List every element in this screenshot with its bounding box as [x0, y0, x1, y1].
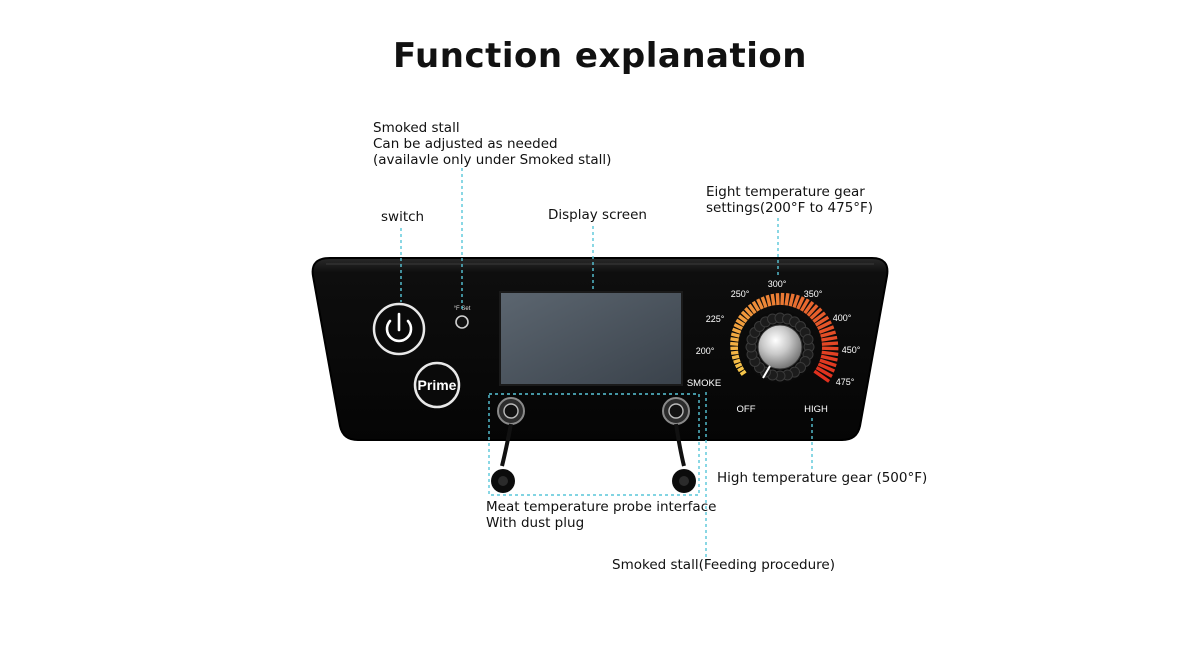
dial-tick: [821, 335, 838, 342]
dial-tick: [788, 293, 795, 307]
callout-temp-gears: Eight temperature gear settings(200°F to…: [706, 184, 873, 216]
callout-smoked-stall-line2: Can be adjusted as needed: [373, 136, 558, 152]
callout-temp-gears-line2: settings(200°F to 475°F): [706, 200, 874, 216]
callout-probe-interface: Meat temperature probe interface With du…: [486, 499, 716, 531]
dial-tick: [812, 311, 827, 323]
power-button[interactable]: [372, 302, 426, 356]
dial-tick: [818, 325, 835, 334]
dial-label-225: 225°: [706, 314, 725, 324]
dial-tick: [737, 314, 748, 323]
dial-label-450: 450°: [842, 345, 861, 355]
display-screen: [499, 291, 683, 386]
callout-guides: [400, 168, 813, 562]
dial-tick: [817, 362, 836, 373]
dial-tick: [796, 296, 805, 310]
dial-tick: [760, 296, 768, 308]
dial-tick: [813, 369, 831, 383]
dial-tick: [744, 307, 754, 317]
dial-tick: [730, 341, 739, 346]
dial-tick: [751, 300, 761, 312]
knob-tooth: [802, 334, 814, 345]
prime-button[interactable]: Prime: [413, 361, 461, 409]
dial-tick: [733, 323, 744, 331]
dial-tick: [821, 350, 839, 357]
dial-tick: [803, 301, 815, 315]
dial-label-smoke: SMOKE: [687, 378, 721, 389]
dial-tick: [737, 366, 745, 373]
dust-plug-left[interactable]: [491, 469, 515, 493]
callout-smoked-stall: Smoked stall Can be adjusted as needed (…: [373, 120, 611, 168]
power-icon: [385, 319, 413, 343]
dial-tick: [756, 298, 764, 310]
dial-label-200: 200°: [696, 346, 715, 356]
dial-tick: [780, 292, 785, 306]
dial-label-350: 350°: [804, 289, 823, 299]
dial-label-400: 400°: [833, 313, 852, 323]
dial-tick: [809, 307, 823, 320]
dial-tick: [765, 294, 772, 307]
dial-tick: [731, 327, 742, 334]
dial-tick: [821, 346, 839, 351]
dial-tick: [820, 330, 837, 338]
prime-label: Prime: [418, 377, 457, 393]
dial-tick: [814, 315, 830, 327]
guide-probe-box: [488, 393, 700, 496]
dial-label-off: OFF: [737, 404, 756, 415]
page-title: Function explanation: [393, 36, 807, 76]
dial-tick: [820, 354, 838, 362]
dust-plug-tether-left: [500, 423, 513, 467]
dial-tick: [731, 354, 740, 360]
callout-feeding: Smoked stall(Feeding procedure): [612, 557, 835, 573]
dial-tick: [784, 292, 790, 306]
dial-tick: [816, 320, 832, 331]
dial-tick: [735, 318, 746, 327]
dial-label-high: HIGH: [804, 404, 828, 415]
dial-label-300: 300°: [768, 279, 787, 289]
dial-tick: [792, 294, 800, 308]
dial-tick: [821, 341, 839, 346]
dust-plug-right[interactable]: [672, 469, 696, 493]
callout-smoked-stall-line3: (availavle only under Smoked stall): [373, 152, 612, 168]
callout-probe-line2: With dust plug: [486, 515, 585, 531]
dial-tick: [815, 366, 833, 378]
probe-jack-right[interactable]: [662, 397, 690, 425]
probe-jack-left[interactable]: [497, 397, 525, 425]
dial-tick: [730, 332, 740, 338]
dial-tick: [740, 310, 751, 320]
dial-tick: [734, 362, 743, 369]
callout-switch: switch: [381, 209, 425, 225]
temperature-knob[interactable]: [744, 311, 816, 383]
dial-label-475: 475°: [836, 377, 855, 387]
dust-plug-tether-right: [674, 423, 686, 467]
dial-tick: [799, 298, 810, 312]
dial-tick: [747, 303, 757, 315]
callout-probe-line1: Meat temperature probe interface: [486, 499, 717, 515]
dial-tick: [775, 293, 780, 306]
callout-display-screen: Display screen: [548, 207, 647, 223]
dial-tick: [819, 358, 837, 368]
dial-tick: [770, 293, 776, 306]
callout-smoked-stall-line1: Smoked stall: [373, 120, 460, 136]
callout-high-gear: High temperature gear (500°F): [717, 470, 928, 486]
dial-label-250: 250°: [731, 289, 750, 299]
dial-tick: [733, 358, 741, 364]
dial-tick: [739, 369, 747, 376]
callout-temp-gears-line1: Eight temperature gear: [706, 184, 865, 200]
set-button[interactable]: [455, 315, 469, 329]
dial-tick: [730, 337, 739, 342]
dial-tick: [806, 304, 819, 317]
temperature-dial-scale: [730, 292, 839, 383]
dial-tick: [730, 350, 739, 355]
